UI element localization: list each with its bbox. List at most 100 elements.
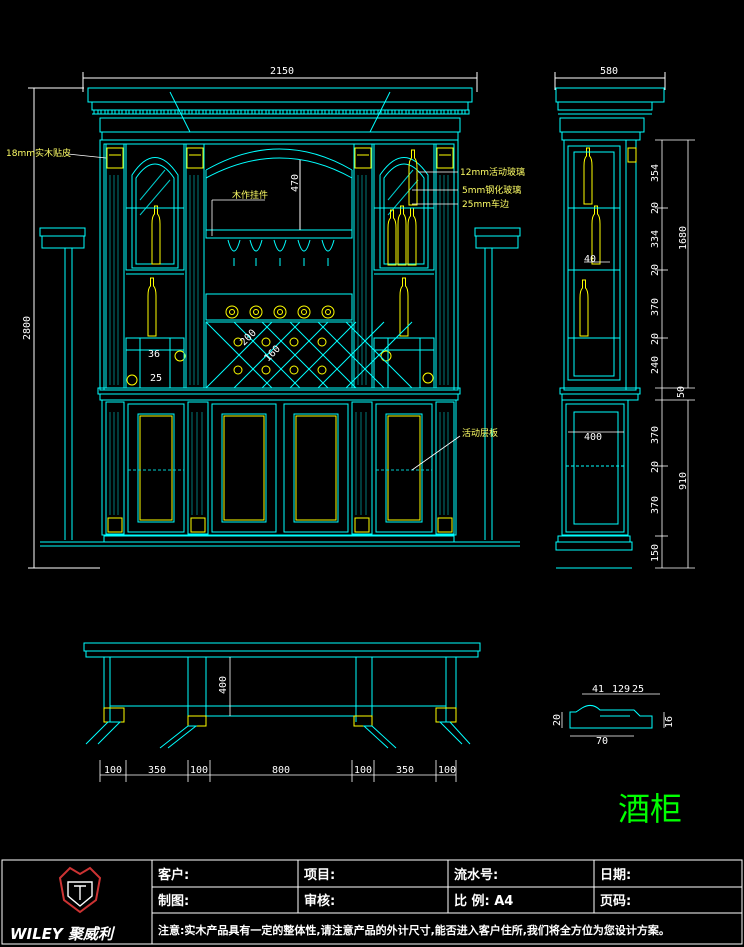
dentil (464, 109, 470, 115)
lattice-bottle-end (233, 337, 243, 347)
dentil (142, 109, 148, 115)
bottle-holder-center (253, 309, 259, 315)
lattice-slat (317, 321, 385, 389)
dentil (401, 109, 407, 115)
note-edge-25: 25mm车边 (462, 198, 509, 210)
dim-36: 36 (148, 349, 160, 360)
dentil (212, 109, 218, 115)
dentil (121, 109, 127, 115)
dentil (429, 109, 435, 115)
plan-dim-7: 100 (438, 765, 456, 776)
wine-glass (321, 239, 335, 252)
dentil (345, 109, 351, 115)
bottle-holder (297, 305, 311, 319)
dentil (135, 109, 141, 115)
lattice-slat (289, 321, 357, 389)
dentil (107, 109, 113, 115)
plan-dim-400: 400 (218, 676, 229, 694)
dentil (310, 109, 316, 115)
side-small-dim-2: 20 (650, 264, 661, 276)
serial-label: 流水号: (454, 867, 498, 883)
brand-name: WILEY 聚威利 (10, 925, 116, 943)
plan-dim-5: 100 (354, 765, 372, 776)
wine-glass-rack (227, 237, 335, 266)
lattice-slat (261, 321, 329, 389)
lattice-slat (205, 321, 273, 389)
date-label: 日期: (600, 868, 631, 883)
dentil (191, 109, 197, 115)
side-dim-7: 150 (650, 544, 661, 562)
dentil (163, 109, 169, 115)
wine-bottle (399, 277, 409, 337)
wine-bottle (397, 205, 407, 266)
bottle-holder (273, 305, 287, 319)
front-elevation (28, 72, 601, 569)
dim-25: 25 (150, 373, 162, 384)
dentil (366, 109, 372, 115)
dentil (275, 109, 281, 115)
dentil (436, 109, 442, 115)
profile-dim-129: 129 (612, 684, 630, 695)
dentil (380, 109, 386, 115)
wine-glass (227, 239, 241, 252)
dentil (282, 109, 288, 115)
bottle-holder (126, 374, 138, 386)
dentil (296, 109, 302, 115)
plan-dim-3: 100 (190, 765, 208, 776)
wine-glass (249, 239, 263, 252)
note-glass-12: 12mm活动玻璃 (460, 166, 525, 178)
lattice-bottle-end (317, 337, 327, 347)
dentil (233, 109, 239, 115)
bottle-holder (225, 305, 239, 319)
dentil (359, 109, 365, 115)
dentil (373, 109, 379, 115)
profile-dim-70: 70 (596, 736, 608, 747)
dentil (205, 109, 211, 115)
client-label: 客户: (158, 867, 189, 883)
side-width-dim: 580 (600, 66, 618, 77)
dentil (240, 109, 246, 115)
plan-view (83, 642, 481, 782)
dentil (352, 109, 358, 115)
drafter-label: 制图: (158, 893, 189, 909)
brand-logo (58, 866, 102, 914)
dentil (422, 109, 428, 115)
side-elevation (554, 72, 695, 569)
note-wood-rack: 木作挂件 (232, 189, 268, 201)
side-dim-3: 370 (650, 298, 661, 316)
bottle-holder (380, 350, 392, 362)
lattice-bottle-end (289, 337, 299, 347)
dentil (443, 109, 449, 115)
lattice-bottle-end (261, 365, 271, 375)
bottle-holder-center (301, 309, 307, 315)
front-width-dim: 2150 (270, 66, 294, 77)
title-block (1, 859, 743, 945)
side-dim-4: 240 (650, 356, 661, 374)
wine-bottle (147, 277, 157, 337)
dentil (114, 109, 120, 115)
annotation-leaders (67, 153, 461, 471)
bottle-holder-center (277, 309, 283, 315)
side-dim-400: 400 (584, 432, 602, 443)
side-small-dim-4: 50 (676, 386, 687, 398)
dentil (177, 109, 183, 115)
bottle-holder (422, 372, 434, 384)
scale-label: 比 例: A4 (454, 893, 513, 909)
side-dim-40: 40 (584, 254, 596, 265)
side-dim-6: 370 (650, 496, 661, 514)
side-dim-1: 354 (650, 164, 661, 182)
wine-glass (297, 239, 311, 252)
dentil (289, 109, 295, 115)
plan-dim-2: 350 (148, 765, 166, 776)
bottle-holder (174, 350, 186, 362)
dentil (226, 109, 232, 115)
remark-text: 注意:实木产品具有一定的整体性,请注意产品的外计尺寸,能否进入客户住所,我们将全… (158, 923, 670, 937)
wine-bottle (151, 205, 161, 265)
dentil (247, 109, 253, 115)
note-shelf: 活动层板 (462, 427, 498, 439)
wine-bottle (583, 147, 593, 205)
profile-dim-20: 20 (552, 714, 563, 726)
dentil (303, 109, 309, 115)
plan-dim-4: 800 (272, 765, 290, 776)
